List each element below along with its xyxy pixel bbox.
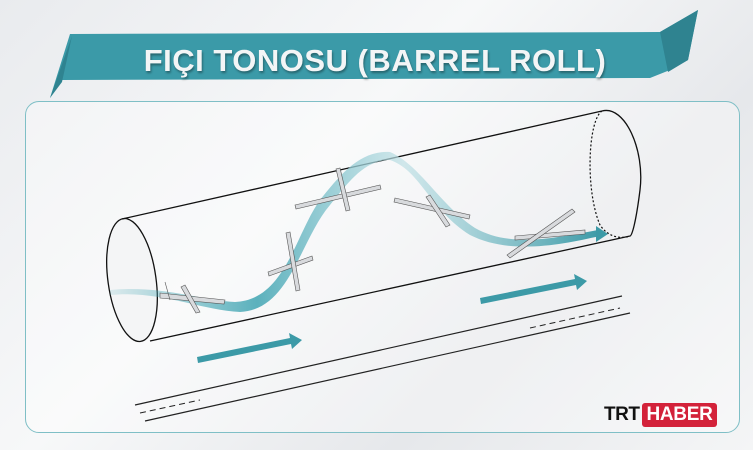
- flight-path-arrowhead: [596, 226, 608, 242]
- road-line: [144, 312, 631, 422]
- logo-trt: TRT: [604, 404, 640, 425]
- cylinder-exit-back: [589, 110, 631, 238]
- drone-icon: [159, 281, 226, 314]
- drone-icon: [294, 167, 382, 212]
- drone-icon: [506, 208, 586, 259]
- road-dash: [529, 307, 621, 329]
- drone-icon: [267, 231, 314, 292]
- cylinder-bottom: [149, 235, 631, 342]
- road-dash: [139, 399, 201, 414]
- title-banner: [50, 10, 698, 98]
- page-title: FIÇI TONOSU (BARREL ROLL): [143, 43, 607, 78]
- direction-arrow: [480, 274, 587, 304]
- cylinder-entry: [106, 217, 158, 343]
- drone-icon: [393, 194, 471, 228]
- cylinder-exit-front: [601, 109, 642, 237]
- banner-fold-left: [50, 36, 72, 98]
- road-line: [134, 295, 623, 406]
- flight-path-ribbon: [110, 151, 600, 312]
- logo-haber: HABER: [642, 403, 717, 427]
- direction-arrow: [197, 333, 302, 363]
- banner-fold-right: [660, 10, 698, 72]
- trt-haber-logo: TRT HABER: [604, 403, 717, 427]
